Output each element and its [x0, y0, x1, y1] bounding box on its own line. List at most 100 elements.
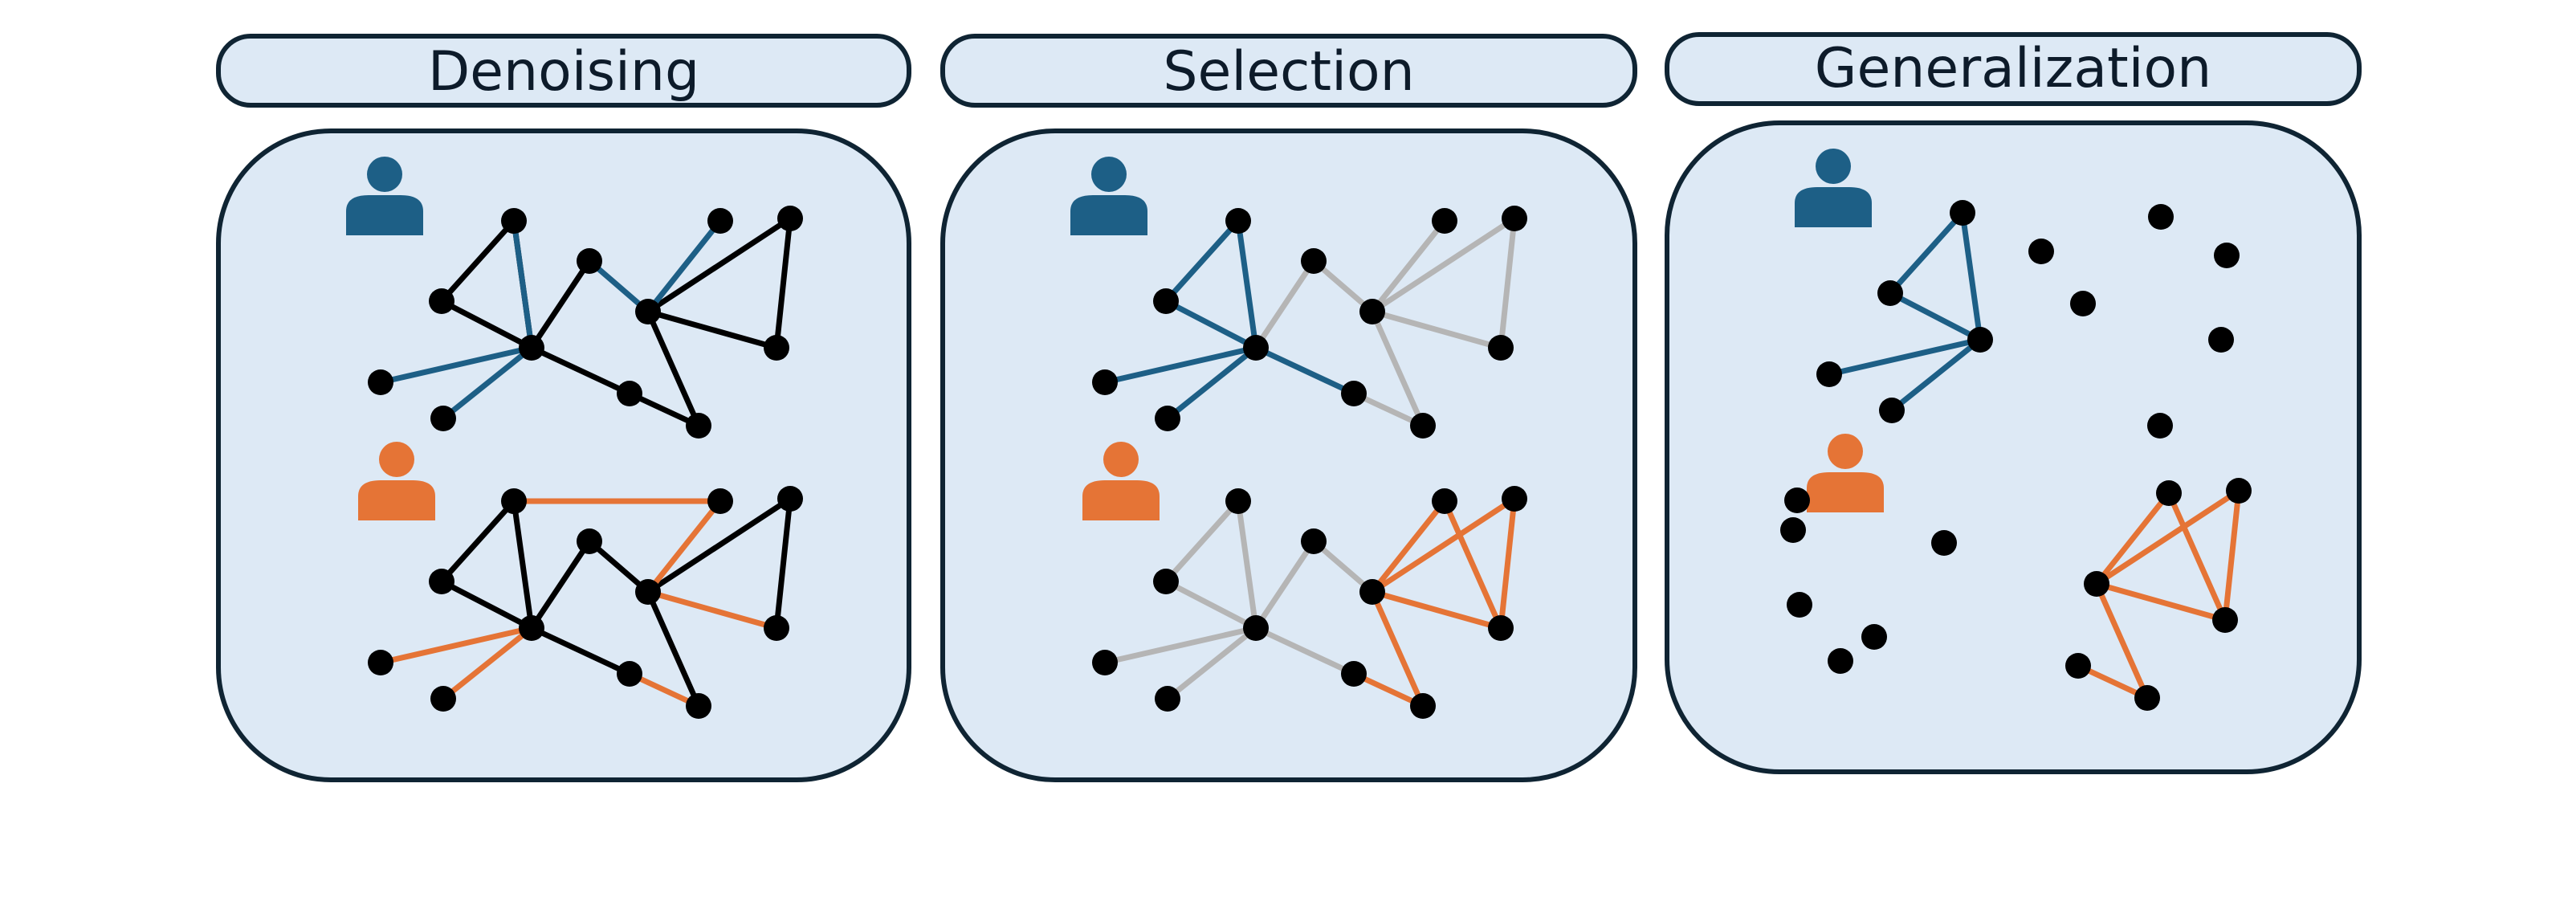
graph-node — [1243, 615, 1269, 641]
graph-node — [1950, 200, 1975, 226]
graph-node — [1410, 693, 1436, 719]
graph-node — [777, 486, 803, 512]
user-icon — [1082, 442, 1160, 520]
graph-node — [501, 488, 527, 514]
graph-node — [1225, 208, 1251, 234]
graph-node — [707, 208, 733, 234]
graph-node — [1225, 488, 1251, 514]
graph-node — [577, 248, 602, 274]
graph-node — [1155, 686, 1180, 712]
graph-edge-inactive — [1163, 498, 1241, 585]
graph-area — [1780, 149, 2252, 711]
graph-node — [1931, 530, 1957, 556]
graph-edge-orange — [1369, 589, 1426, 709]
graph-node — [368, 650, 393, 675]
graph-node — [1341, 381, 1367, 406]
user-icon — [358, 442, 435, 520]
graph-node — [519, 615, 544, 641]
graph-edge-blue — [377, 345, 535, 386]
graph-edge-inactive — [1369, 308, 1504, 351]
graph-node — [635, 299, 661, 324]
panel-denoising: Denoising — [216, 34, 911, 782]
graph-node — [1502, 206, 1527, 231]
graph-area — [346, 157, 803, 719]
graph-node — [617, 661, 642, 687]
graph-node — [501, 208, 527, 234]
graph-edge-blue — [1887, 210, 1966, 296]
graph-edge-inactive — [1163, 578, 1259, 631]
graph-node — [1432, 488, 1457, 514]
graph-edge — [645, 496, 793, 595]
graph-node — [2070, 291, 2096, 316]
graph-edge — [586, 538, 651, 595]
graph-edge — [528, 345, 633, 397]
graph-node — [1301, 528, 1327, 554]
graph-edge — [438, 298, 535, 351]
graph-node — [1155, 406, 1180, 431]
graph-edge-blue — [1253, 345, 1357, 397]
graph-node — [1359, 579, 1385, 605]
graph-edge-blue — [1235, 218, 1259, 351]
graph-node — [2208, 327, 2234, 353]
graph-node — [635, 579, 661, 605]
graph-edge-blue — [1887, 290, 1983, 343]
graph-edge-orange — [1441, 498, 1504, 631]
graph-edge-inactive — [1369, 215, 1518, 315]
graph-edge-blue — [1163, 298, 1259, 351]
graph-edge — [645, 308, 780, 351]
graph-edge — [645, 589, 702, 709]
graph-node — [1787, 592, 1812, 618]
panel-body — [940, 129, 1637, 782]
graph-edge-inactive — [1310, 538, 1376, 595]
graph-node — [519, 335, 544, 361]
graph-node — [1341, 661, 1367, 687]
graph-edge-orange — [645, 498, 723, 595]
graph-node — [1784, 488, 1810, 513]
graph-edge-blue — [1826, 337, 1983, 377]
graph-edge-orange — [2093, 581, 2150, 701]
graph-edge-orange — [1369, 589, 1504, 631]
graph-edge — [645, 215, 793, 315]
panel-body — [216, 129, 911, 782]
graph-node — [1879, 398, 1905, 423]
graph-edge-inactive — [1253, 538, 1317, 631]
graph-edge-inactive — [1235, 498, 1259, 631]
graph-node — [1780, 517, 1806, 543]
graph-node — [430, 686, 456, 712]
graph-edge — [528, 538, 593, 631]
graph-edge — [645, 308, 702, 429]
graph-edge — [438, 218, 517, 304]
panel-body — [1665, 120, 2362, 774]
graph-edge-inactive — [1102, 625, 1259, 666]
graph-node — [1359, 299, 1385, 324]
graph-edge — [528, 625, 633, 677]
graph-node — [2147, 413, 2173, 439]
graph-edge-orange — [2093, 490, 2172, 587]
user-icon — [1070, 157, 1147, 235]
user-icon — [346, 157, 423, 235]
graph-edge-inactive — [1253, 625, 1357, 677]
graph-edge — [438, 578, 535, 631]
graph-node — [430, 406, 456, 431]
graph-edge-orange — [1498, 496, 1518, 631]
graph-edge-orange — [1369, 498, 1448, 595]
graph-edge-inactive — [1164, 625, 1259, 702]
graph-node — [617, 381, 642, 406]
graph-edge-inactive — [1369, 218, 1448, 315]
graph-edge-blue — [511, 218, 535, 351]
graph-node — [577, 528, 602, 554]
graph-edge-orange — [2093, 581, 2228, 623]
graph-node — [2226, 478, 2252, 504]
graph-edge-inactive — [1253, 258, 1317, 351]
graph-node — [1092, 650, 1118, 675]
graph-edge-orange — [2093, 488, 2242, 587]
graph-edge-orange — [645, 589, 780, 631]
graph-edge-orange — [377, 625, 535, 666]
graph-node — [2212, 607, 2238, 633]
graph-node — [2028, 239, 2054, 264]
graph-edge-blue — [645, 218, 723, 315]
graph-node — [1488, 615, 1514, 641]
graph-node — [2148, 204, 2174, 230]
panel-title: Selection — [1163, 40, 1414, 104]
graph-node — [1432, 208, 1457, 234]
